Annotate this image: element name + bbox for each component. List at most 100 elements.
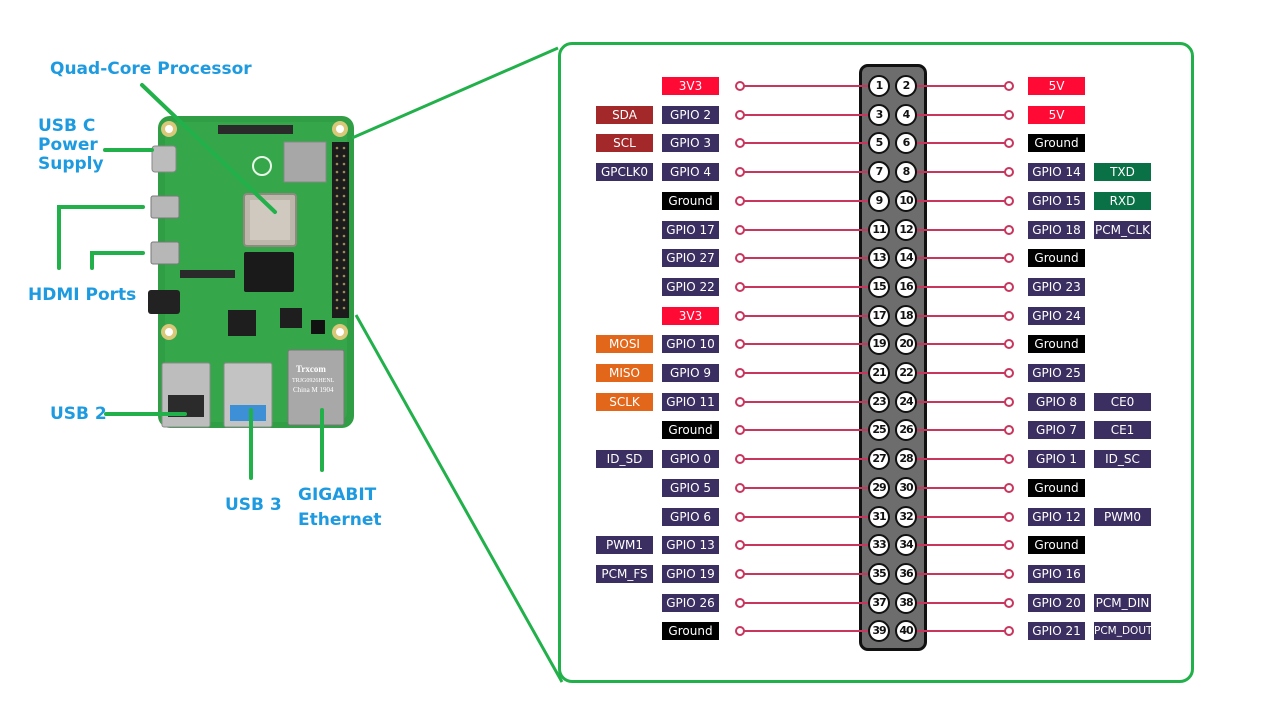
- pin-label-39: Ground: [662, 622, 719, 641]
- wire-pin-28: [914, 458, 1006, 461]
- wire-end-pin-35: [735, 568, 745, 579]
- wire-end-pin-16: [1004, 281, 1014, 292]
- pin-label-40: GPIO 21: [1028, 622, 1085, 641]
- pin-label-17: 3V3: [662, 306, 719, 325]
- callout-usb2: USB 2: [50, 404, 107, 424]
- pin-20: 20: [895, 333, 917, 356]
- gpio-header-strip: [332, 142, 349, 318]
- pin-label-3: GPIO 2: [662, 105, 719, 124]
- pin-15: 15: [868, 275, 890, 298]
- wire-pin-18: [914, 314, 1006, 317]
- pin-label-15: GPIO 22: [662, 277, 719, 296]
- wire-end-pin-8: [1004, 167, 1014, 178]
- pin-label-7: GPIO 4: [662, 163, 719, 182]
- pin-28: 28: [895, 448, 917, 471]
- alt-function-8: TXD: [1094, 163, 1151, 182]
- wire-pin-4: [914, 113, 1006, 116]
- wire-end-pin-3: [735, 109, 745, 120]
- wire-end-pin-20: [1004, 339, 1014, 350]
- alt-function-10: RXD: [1094, 191, 1151, 210]
- wire-end-pin-10: [1004, 195, 1014, 206]
- pin-label-30: Ground: [1028, 478, 1085, 497]
- ethernet-port: [287, 349, 345, 426]
- wire-end-pin-9: [735, 195, 745, 206]
- wire-end-pin-19: [735, 339, 745, 350]
- pin-label-1: 3V3: [662, 77, 719, 95]
- wire-end-pin-5: [735, 138, 745, 149]
- alt-function-3: SDA: [596, 105, 653, 124]
- wire-pin-24: [914, 400, 1006, 403]
- pin-25: 25: [868, 419, 890, 442]
- pin-6: 6: [895, 132, 917, 155]
- wire-pin-31: [744, 515, 872, 518]
- wire-end-pin-31: [735, 511, 745, 522]
- pinout-frame: [558, 42, 1194, 683]
- pin-3: 3: [868, 103, 890, 126]
- wire-end-pin-34: [1004, 540, 1014, 551]
- pin-label-24: GPIO 8: [1028, 392, 1085, 411]
- pin-label-10: GPIO 15: [1028, 191, 1085, 210]
- callout-hdmi: HDMI Ports: [28, 285, 137, 305]
- alt-function-24: CE0: [1094, 392, 1151, 411]
- wire-pin-39: [744, 630, 872, 633]
- wire-end-pin-15: [735, 281, 745, 292]
- wire-end-pin-22: [1004, 368, 1014, 378]
- wire-pin-20: [914, 343, 1006, 346]
- alt-function-23: SCLK: [596, 392, 653, 411]
- wire-end-pin-25: [735, 425, 745, 436]
- pin-label-28: GPIO 1: [1028, 450, 1085, 469]
- wifi-shield: [283, 141, 327, 183]
- hdmi-port-0: [150, 195, 180, 219]
- ram-chip: [244, 252, 294, 292]
- usb-c-port: [151, 145, 177, 173]
- gpio-header: [859, 64, 927, 651]
- alt-function-32: PWM0: [1094, 507, 1151, 526]
- wire-pin-13: [744, 257, 872, 260]
- wire-pin-29: [744, 486, 872, 489]
- pin-label-33: GPIO 13: [662, 536, 719, 555]
- pin-label-27: GPIO 0: [662, 450, 719, 469]
- wire-pin-16: [914, 285, 1006, 288]
- wire-end-pin-33: [735, 540, 745, 551]
- wire-pin-11: [744, 228, 872, 231]
- pin-label-37: GPIO 26: [662, 593, 719, 612]
- callout-ethernet: GIGABIT Ethernet: [298, 485, 382, 530]
- pin-label-18: GPIO 24: [1028, 306, 1085, 325]
- wire-end-pin-4: [1004, 109, 1014, 120]
- wire-end-pin-24: [1004, 396, 1014, 407]
- hdmi0-callout-line: [57, 205, 145, 270]
- wire-end-pin-37: [735, 597, 745, 608]
- ethernet-controller-chip: [280, 308, 302, 328]
- pin-26: 26: [895, 419, 917, 442]
- wire-pin-33: [744, 544, 872, 547]
- pin-label-29: GPIO 5: [662, 478, 719, 497]
- wire-end-pin-29: [735, 482, 745, 493]
- pin-32: 32: [895, 505, 917, 528]
- wire-pin-10: [914, 199, 1006, 202]
- pin-18: 18: [895, 304, 917, 327]
- pin-label-35: GPIO 19: [662, 564, 719, 583]
- wire-pin-40: [914, 630, 1006, 633]
- poe-header: [311, 320, 325, 334]
- pin-label-6: Ground: [1028, 134, 1085, 153]
- callout-power: USB C Power Supply: [38, 116, 104, 174]
- pin-label-21: GPIO 9: [662, 364, 719, 382]
- wire-pin-17: [744, 314, 872, 317]
- pin-label-36: GPIO 16: [1028, 564, 1085, 583]
- pin-12: 12: [895, 218, 917, 241]
- wire-end-pin-12: [1004, 224, 1014, 235]
- raspberry-pi-board-illustration: Trxcom TRJG0926HENL China M 1904: [57, 83, 354, 480]
- pin-17: 17: [868, 304, 890, 327]
- wire-end-pin-30: [1004, 482, 1014, 493]
- pin-label-2: 5V: [1028, 77, 1085, 95]
- pin-13: 13: [868, 247, 890, 270]
- wire-pin-3: [744, 113, 872, 116]
- alt-function-27: ID_SD: [596, 450, 653, 469]
- hdmi1-callout-line: [90, 251, 145, 270]
- alt-function-19: MOSI: [596, 335, 653, 354]
- wire-pin-23: [744, 400, 872, 403]
- display-connector: [218, 125, 293, 134]
- ethernet-chip-text: Trxcom: [296, 364, 326, 374]
- wire-pin-36: [914, 572, 1006, 575]
- wire-pin-1: [744, 85, 872, 87]
